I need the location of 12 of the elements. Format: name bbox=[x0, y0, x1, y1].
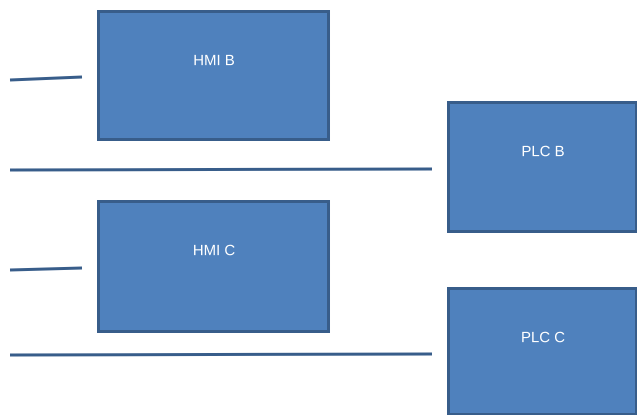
connector-line bbox=[10, 168, 432, 172]
node-label: HMI B bbox=[194, 54, 234, 66]
connector-line bbox=[10, 266, 82, 272]
process-box bbox=[97, 200, 330, 333]
connector-line bbox=[10, 352, 432, 356]
node-label: PLC C bbox=[522, 332, 564, 342]
connector-line bbox=[10, 76, 82, 82]
process-box bbox=[97, 10, 330, 141]
process-box bbox=[447, 101, 637, 233]
process-box bbox=[447, 287, 637, 415]
node-label: PLC B bbox=[522, 146, 564, 156]
node-label: HMI C bbox=[194, 244, 235, 256]
